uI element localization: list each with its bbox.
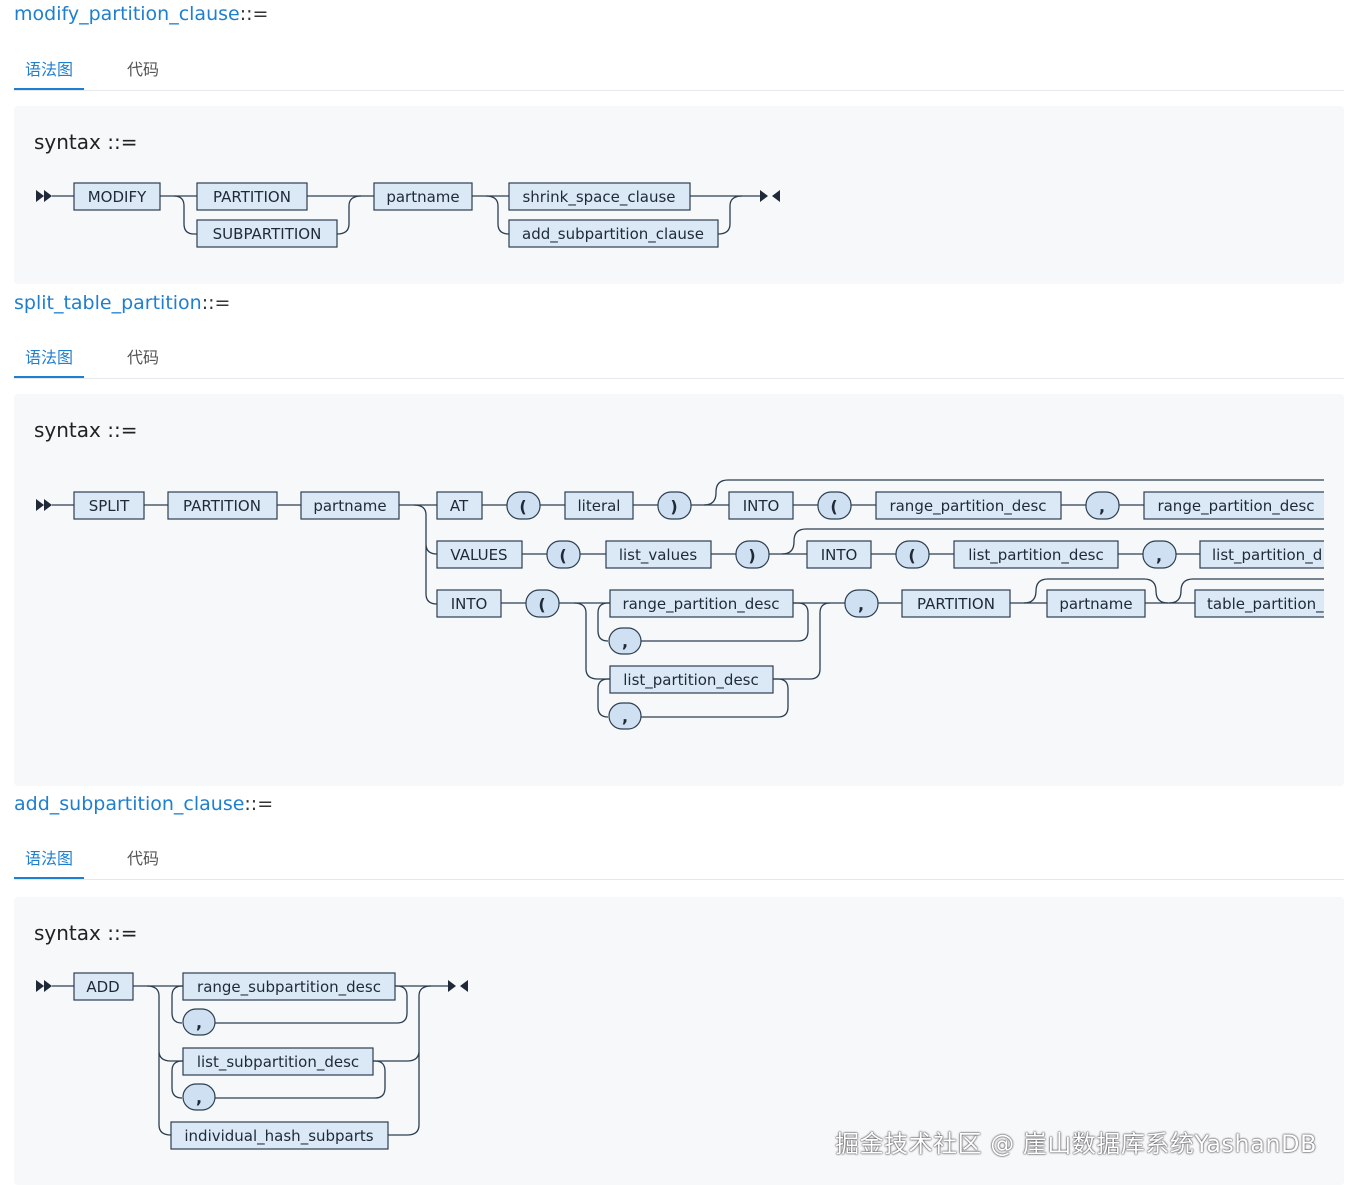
keyword-partition-text: PARTITION <box>183 497 261 515</box>
param-range-subpartition-desc <box>182 972 396 1001</box>
railroad-diagram-modify: MODIFY PARTITION SUBPARTITION partname s… <box>36 182 780 248</box>
section-title-split-table-partition[interactable]: split_table_partition::= <box>14 292 231 314</box>
watermark: 掘金技术社区 @ 崖山数据库系统YashanDB <box>835 1130 1317 1158</box>
syntax-label: syntax ::= <box>34 921 138 945</box>
keyword-values <box>436 540 523 569</box>
lparen-text-5: ( <box>538 595 545 614</box>
syntax-panel: syntax ::= MODIFY PARTITION SUBPARTITION… <box>14 106 1344 284</box>
keyword-add-text: ADD <box>86 978 119 996</box>
param-range-partition-desc <box>875 491 1062 520</box>
keyword-into-2 <box>806 540 872 569</box>
keyword-into-3-text: INTO <box>451 595 488 613</box>
keyword-split <box>73 491 145 520</box>
keyword-modify-text: MODIFY <box>88 188 147 206</box>
tab-code[interactable]: 代码 <box>127 849 160 868</box>
keyword-values-text: VALUES <box>450 546 507 564</box>
rparen-text-2: ) <box>748 546 755 565</box>
param-literal-text: literal <box>578 497 621 515</box>
param-partname-text: partname <box>386 188 459 206</box>
param-range-partition-desc-2 <box>1143 491 1324 520</box>
tab-bar: 语法图 代码 <box>14 841 1344 880</box>
keyword-partition-2-text: PARTITION <box>917 595 995 613</box>
railroad-diagram-split: SPLIT PARTITION partname AT ( literal ) … <box>36 479 1324 730</box>
lparen-text-3: ( <box>559 546 566 565</box>
param-list-desc-3-text: list_partition_desc <box>623 671 759 690</box>
param-list-subpartition-desc <box>182 1047 374 1076</box>
section-title-modify-partition-clause[interactable]: modify_partition_clause::= <box>14 3 269 25</box>
param-list-values <box>605 540 712 569</box>
tab-bar: 语法图 代码 <box>14 340 1344 379</box>
param-hash-sub-text: individual_hash_subparts <box>184 1127 373 1146</box>
tab-code[interactable]: 代码 <box>127 60 160 79</box>
comma-text-2: , <box>1156 546 1162 565</box>
comma-symbol-2 <box>182 1083 216 1111</box>
start-arrow-icon <box>36 499 52 511</box>
rparen-text: ) <box>670 497 677 516</box>
keyword-subpartition <box>196 219 338 248</box>
keyword-into <box>728 491 794 520</box>
param-partname <box>373 182 473 211</box>
param-range-desc-text: range_partition_desc <box>889 497 1046 516</box>
param-shrink-text: shrink_space_clause <box>522 188 675 207</box>
param-list-values-text: list_values <box>619 546 698 565</box>
param-table-partition <box>1194 589 1324 618</box>
comma-text-2: , <box>196 1088 202 1107</box>
param-range-desc-2-text: range_partition_desc <box>1157 497 1314 516</box>
param-table-partition-text: table_partition_ <box>1207 595 1324 614</box>
param-list-partition-desc-2 <box>1199 540 1324 569</box>
param-partname-text: partname <box>313 497 386 515</box>
param-list-desc-text: list_partition_desc <box>968 546 1104 565</box>
tab-code[interactable]: 代码 <box>127 348 160 367</box>
keyword-into-3 <box>436 589 502 618</box>
comma-text: , <box>196 1013 202 1032</box>
keyword-add <box>73 972 134 1001</box>
section-title-add-subpartition-clause[interactable]: add_subpartition_clause::= <box>14 793 274 815</box>
comma-text-4: , <box>622 707 628 726</box>
syntax-label: syntax ::= <box>34 130 138 154</box>
keyword-partition-text: PARTITION <box>213 188 291 206</box>
keyword-subpartition-text: SUBPARTITION <box>213 225 322 243</box>
param-add-sub-text: add_subpartition_clause <box>522 225 704 244</box>
param-range-desc-3-text: range_partition_desc <box>622 595 779 614</box>
tab-syntax-diagram[interactable]: 语法图 <box>14 841 85 879</box>
keyword-split-text: SPLIT <box>89 497 130 515</box>
keyword-modify <box>73 182 161 211</box>
tab-syntax-diagram[interactable]: 语法图 <box>14 52 85 90</box>
syntax-panel: syntax ::= SPLIT PARTITION partname AT (… <box>14 394 1344 786</box>
lparen-text-2: ( <box>830 497 837 516</box>
end-arrow-icon <box>760 190 780 202</box>
param-partname-2 <box>1046 589 1146 618</box>
comma-symbol-4 <box>608 702 642 730</box>
keyword-at-text: AT <box>450 497 469 515</box>
comma-symbol-3 <box>608 627 642 655</box>
param-range-sub-text: range_subpartition_desc <box>197 978 381 997</box>
syntax-panel: syntax ::= ADD range_subpartition_desc ,… <box>14 897 1344 1185</box>
comma-text-5: , <box>858 595 864 614</box>
param-add-subpartition-clause <box>508 219 719 248</box>
param-list-sub-text: list_subpartition_desc <box>197 1053 359 1072</box>
tab-syntax-diagram[interactable]: 语法图 <box>14 340 85 378</box>
param-literal <box>564 491 634 520</box>
param-list-desc-2-text: list_partition_d <box>1212 546 1322 565</box>
lparen-text: ( <box>519 497 526 516</box>
comma-text: , <box>1099 497 1105 516</box>
param-partname-2-text: partname <box>1059 595 1132 613</box>
param-shrink-space-clause <box>508 182 691 211</box>
syntax-label: syntax ::= <box>34 418 138 442</box>
end-arrow-icon <box>448 980 468 992</box>
param-individual-hash-subparts <box>170 1121 389 1150</box>
start-arrow-icon <box>36 980 52 992</box>
lparen-text-4: ( <box>908 546 915 565</box>
keyword-into-text: INTO <box>743 497 780 515</box>
comma-text-3: , <box>622 632 628 651</box>
tab-bar: 语法图 代码 <box>14 52 1344 91</box>
railroad-diagram-add: ADD range_subpartition_desc , list_subpa… <box>36 972 468 1150</box>
comma-symbol <box>182 1008 216 1036</box>
start-arrow-icon <box>36 190 52 202</box>
keyword-into-2-text: INTO <box>821 546 858 564</box>
